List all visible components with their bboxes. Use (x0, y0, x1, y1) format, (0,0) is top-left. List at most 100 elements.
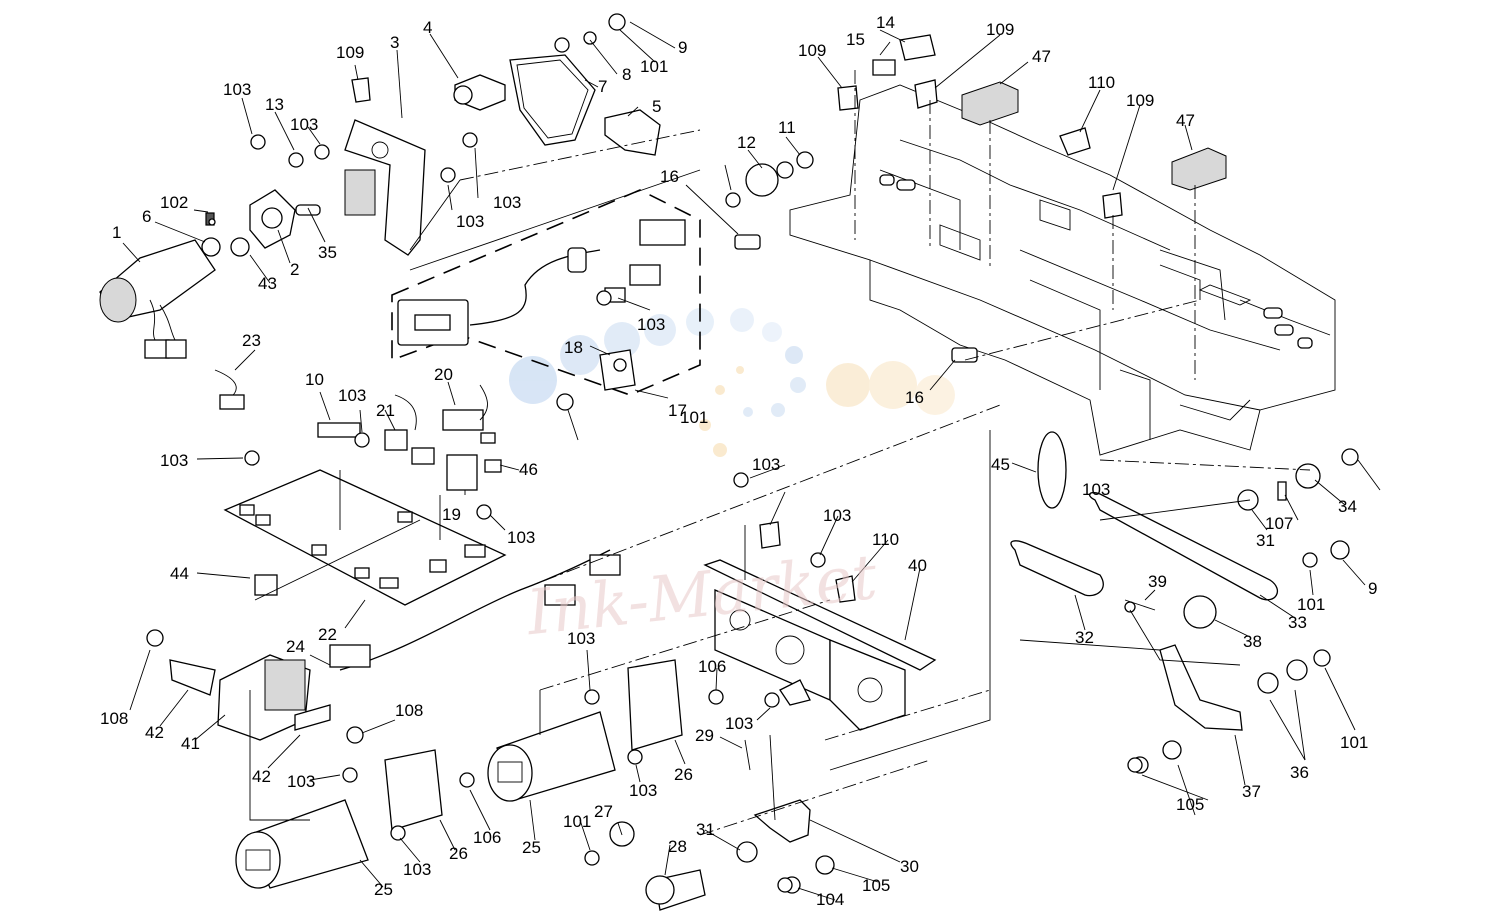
part-label: 39 (1148, 572, 1167, 591)
screws (146, 132, 1143, 893)
part-label: 20 (434, 365, 453, 384)
part-label: 24 (286, 637, 305, 656)
part-label: 103 (223, 80, 251, 99)
part-label: 103 (752, 455, 780, 474)
part-label: 7 (598, 77, 607, 96)
harness-connector (544, 584, 576, 606)
part-label: 28 (668, 837, 687, 856)
main-chassis (789, 84, 1336, 456)
part-label: 45 (991, 455, 1010, 474)
belts-32-33-45 (1010, 431, 1279, 601)
part-label: 105 (862, 876, 890, 895)
part-label: 109 (336, 43, 364, 62)
part-label: 35 (318, 243, 337, 262)
part-label: 47 (1032, 47, 1051, 66)
part-label: 103 (338, 386, 366, 405)
part-label: 34 (1338, 497, 1357, 516)
lever-30 (753, 799, 811, 843)
part-label: 42 (252, 767, 271, 786)
part-label: 38 (1243, 632, 1262, 651)
part-label: 2 (290, 260, 299, 279)
part-label: 27 (594, 802, 613, 821)
motor-25-lower (235, 749, 443, 889)
part-label: 26 (674, 765, 693, 784)
part-label: 31 (1256, 531, 1275, 550)
part-label: 16 (660, 167, 679, 186)
part-label: 103 (290, 115, 318, 134)
harness-cable (339, 549, 611, 671)
blocks-47 (961, 81, 1227, 191)
part-label: 47 (1176, 111, 1195, 130)
part-label: 18 (564, 338, 583, 357)
part-label: 46 (519, 460, 538, 479)
part-label: 110 (1088, 73, 1115, 92)
harness-assembly (397, 219, 686, 391)
part-label: 107 (1265, 514, 1293, 533)
part-label: 101 (1297, 595, 1325, 614)
part-label: 26 (449, 844, 468, 863)
bracket-40 (703, 559, 937, 731)
part-label: 44 (170, 564, 189, 583)
part-label: 104 (816, 890, 844, 909)
part-label: 33 (1288, 613, 1307, 632)
part-label: 41 (181, 734, 200, 753)
part-label: 42 (145, 723, 164, 742)
part-label: 13 (265, 95, 284, 114)
bracket-37 (1159, 644, 1243, 731)
harness-connector-24 (329, 644, 371, 668)
watermark-logo-dots (509, 308, 955, 457)
part-label: 108 (100, 709, 128, 728)
part-label: 110 (872, 530, 899, 549)
part-label: 101 (1340, 733, 1368, 752)
part-label: 40 (908, 556, 927, 575)
bracket-3 (344, 119, 426, 256)
part-label: 101 (640, 57, 668, 76)
part-label: 5 (652, 97, 661, 116)
part-label: 106 (473, 828, 501, 847)
part-label: 11 (778, 118, 796, 137)
motor-25-upper (487, 659, 683, 802)
part-label: 103 (160, 451, 188, 470)
motor-mount-parts (201, 152, 321, 257)
part-label: 16 (905, 388, 924, 407)
part-label: 103 (725, 714, 753, 733)
part-label: 101 (680, 408, 708, 427)
part-label: 105 (1176, 795, 1204, 814)
part-label: 21 (376, 401, 395, 420)
connector-23 (214, 369, 245, 410)
part-label: 102 (160, 193, 188, 212)
part-label: 9 (1368, 579, 1377, 598)
label-leaders (122, 21, 1381, 901)
part-label: 9 (678, 38, 687, 57)
part-label: 1 (112, 223, 121, 242)
part-label: 29 (695, 726, 714, 745)
pulley-4-belt-7 (453, 13, 661, 156)
part-label: 31 (696, 820, 715, 839)
part-label: 23 (242, 331, 261, 350)
part-label: 109 (798, 41, 826, 60)
harness-group-outline (391, 189, 701, 396)
part-label: 101 (563, 812, 591, 831)
part-label: 30 (900, 857, 919, 876)
part-label: 15 (846, 30, 865, 49)
part-label: 109 (1126, 91, 1154, 110)
part-label: 108 (395, 701, 423, 720)
part-label: 36 (1290, 763, 1309, 782)
part-label: 3 (390, 33, 399, 52)
part-label: 17 (668, 401, 687, 420)
part-label: 32 (1075, 628, 1094, 647)
motor-1 (99, 239, 216, 359)
part-label: 6 (142, 207, 151, 226)
part-label: 103 (629, 781, 657, 800)
part-label: 103 (456, 212, 484, 231)
part-label: 19 (442, 505, 461, 524)
solenoid-41 (169, 654, 331, 741)
part-label: 37 (1242, 782, 1261, 801)
part-label: 14 (876, 13, 895, 32)
clips (351, 34, 1123, 603)
part-label: 4 (423, 18, 432, 37)
part-label: 25 (374, 880, 393, 899)
part-label: 109 (986, 20, 1014, 39)
